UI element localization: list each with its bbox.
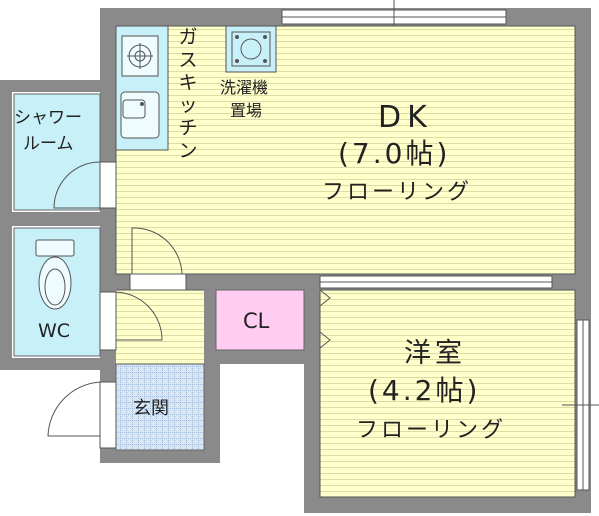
washer-label-line2: 置場 — [230, 101, 263, 120]
kitchen-counter — [115, 25, 169, 151]
toilet-icon — [35, 239, 75, 310]
western-room-size: (4.2帖) — [368, 374, 481, 407]
entrance-area — [115, 363, 205, 451]
outlines — [115, 25, 576, 498]
closet-room — [215, 289, 305, 351]
shower-room-label-line2: ルーム — [23, 134, 74, 154]
dk-room-flooring: フローリング — [322, 180, 473, 205]
dk-room — [116, 26, 575, 274]
kitchen-label: ガスキッチン — [178, 26, 198, 162]
washer-label-line1: 洗濯機 — [220, 78, 269, 97]
dk-room-name: DK — [378, 100, 433, 135]
windows — [281, 0, 599, 491]
dk-room-size: (7.0帖) — [338, 137, 451, 170]
doors — [47, 161, 331, 449]
wc-label: WC — [38, 320, 71, 342]
washer-space — [225, 25, 277, 73]
entrance-label: 玄関 — [133, 398, 169, 419]
western-room — [320, 290, 575, 497]
closet-label: CL — [243, 309, 270, 333]
western-room-flooring: フローリング — [356, 418, 507, 443]
western-room-name: 洋室 — [404, 338, 466, 369]
shower-room-label-line1: シャワー — [14, 108, 82, 128]
